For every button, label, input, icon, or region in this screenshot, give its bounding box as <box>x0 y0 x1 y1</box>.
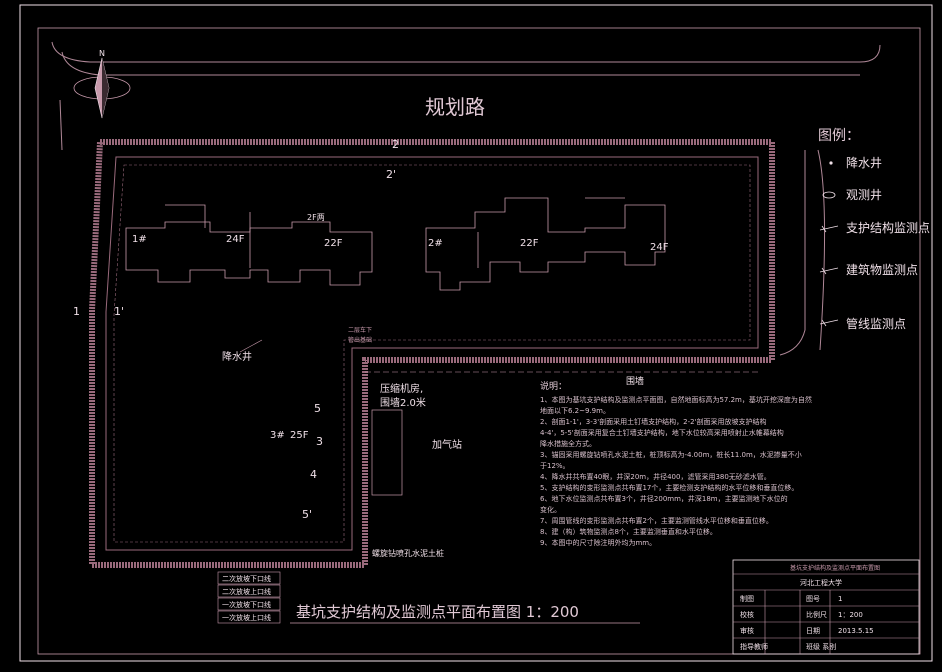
section-4: 4 <box>310 468 317 481</box>
legend: 图例： 降水井 观测井 支护结构监测点 建筑物监测点 管线监测点 <box>818 128 930 331</box>
building-3-name: 3# <box>270 430 285 441</box>
legend-item-2: 观测井 <box>846 188 882 202</box>
notes-line: 9、本图中的尺寸除注明外均为mm。 <box>540 538 656 547</box>
support-monitor-icon <box>819 225 839 233</box>
titleblock-cell: 比例尺 <box>806 610 827 619</box>
notes-line: 2、剖面1-1'，3-3'剖面采用土钉墙支护结构，2-2'剖面采用放坡支护结构 <box>540 417 767 426</box>
fence-label: 围墙 <box>626 375 644 387</box>
building-3-floors: 25F <box>290 430 309 441</box>
inner-border <box>37 27 921 655</box>
building-3a-floors: 24F <box>650 242 669 253</box>
section-5p: 5' <box>302 508 312 521</box>
drawing-border <box>19 4 933 662</box>
titleblock-cell: 2013.5.15 <box>838 627 874 635</box>
compressor-room <box>371 409 403 496</box>
section-5: 5 <box>314 402 321 415</box>
titleblock-cell: 指导教师 <box>740 642 768 651</box>
titleblock-cell: 审核 <box>740 626 754 635</box>
building-2a-name: 2F两 <box>307 213 325 222</box>
notes-line: 1、本图为基坑支护结构及监测点平面图，自然地面标高为57.2m，基坑开挖深度为自… <box>540 395 812 404</box>
building-1-name: 1# <box>132 234 147 245</box>
notes: 说明： 1、本图为基坑支护结构及监测点平面图，自然地面标高为57.2m，基坑开挖… <box>540 380 812 547</box>
step-label-box <box>217 610 281 624</box>
legend-item-1: 降水井 <box>846 156 882 170</box>
pipeline-monitor-icon <box>819 319 839 327</box>
section-3: 3 <box>316 435 323 448</box>
building-2-name: 2# <box>428 238 443 249</box>
notes-heading: 说明： <box>540 380 567 392</box>
legend-item-4: 建筑物监测点 <box>846 262 918 277</box>
pit-perimeter <box>89 139 775 568</box>
annot-b: 管出基础 <box>348 336 372 344</box>
notes-line: 4、降水井共布置40眼，井深20m，井径400，滤管采用380无砂滤水管。 <box>540 472 771 481</box>
notes-line: 于12%。 <box>540 462 570 470</box>
main-title: 基坑支护结构及监测点平面布置图 1：200 <box>296 603 579 621</box>
notes-line: 8、建（构）筑物监测点8个，主要监测垂直和水平位移。 <box>540 527 717 536</box>
notes-line: 7、周围管线的变形监测点共布置2个，主要监测管线水平位移和垂直位移。 <box>540 516 773 525</box>
notes-line: 6、地下水位监测点共布置3个，井径200mm，井深18m，主要监测地下水位的 <box>540 494 788 503</box>
notes-line: 3、锚固采用螺旋钻喷孔水泥土桩，桩顶标高为-4.00m，桩长11.0m，水泥掺量… <box>540 450 802 459</box>
section-2: 2 <box>392 138 399 151</box>
titleblock-header: 基坑支护结构及监测点平面布置图 <box>790 564 880 572</box>
titleblock-school: 河北工程大学 <box>800 578 842 587</box>
titleblock-cell: 班级 系别 <box>806 642 836 651</box>
north-label: N <box>99 49 105 58</box>
titleblock-cell: 图号 <box>806 595 820 603</box>
building-2a-floors: 22F <box>324 238 343 249</box>
step-label-box <box>217 584 281 598</box>
notes-line: 降水措施全方式。 <box>540 439 596 448</box>
legend-item-3: 支护结构监测点 <box>846 220 930 235</box>
dewatering-well-icon <box>829 161 833 165</box>
road-outline <box>51 41 881 356</box>
step-label: 一次放坡上口线 <box>222 613 271 622</box>
notes-line: 4-4'，5-5'剖面采用复合土钉墙支护结构，地下水位较高采用喷射止水帷幕结构 <box>540 428 784 437</box>
road-title: 规划路 <box>425 95 485 119</box>
notes-line: 5、支护结构的变形监测点共布置17个，主要检测支护结构的水平位移和垂直位移。 <box>540 483 798 492</box>
building-2-floors: 22F <box>520 238 539 249</box>
building-1-floors: 24F <box>226 234 245 245</box>
step-label: 二次放坡下口线 <box>222 574 271 583</box>
observation-well-icon <box>822 191 836 199</box>
titleblock-cell: 校核 <box>740 610 754 619</box>
notes-line: 变化。 <box>540 505 561 514</box>
section-1p: 1' <box>114 305 124 318</box>
notes-line: 地面以下6.2~9.9m。 <box>540 406 610 415</box>
gas-station-label: 加气站 <box>432 438 462 451</box>
titleblock-cell: 1：200 <box>838 611 863 619</box>
building-monitor-icon <box>819 267 839 275</box>
north-arrow: N <box>73 49 131 119</box>
compressor-label: 压缩机房, <box>380 382 423 395</box>
pile-label: 螺旋钻喷孔水泥土桩 <box>372 548 444 558</box>
building-outlines <box>125 197 666 291</box>
section-1: 1 <box>73 305 80 318</box>
section-2p: 2' <box>386 168 396 181</box>
legend-item-5: 管线监测点 <box>846 316 906 331</box>
titleblock-cell: 1 <box>838 595 842 603</box>
compressor-label-2: 围墙2.0米 <box>380 396 426 409</box>
titleblock-cell: 制图 <box>740 594 754 603</box>
well-label: 降水井 <box>222 350 252 363</box>
step-label: 一次放坡下口线 <box>222 600 271 609</box>
section-markers: 1 1' 2 2' 3 4 5 5' <box>73 138 399 521</box>
annot-a: 二层车下 <box>348 326 372 334</box>
well-leader <box>239 339 263 353</box>
step-label-box <box>217 597 281 611</box>
title-block: 基坑支护结构及监测点平面布置图 河北工程大学 制图 图号 1 校核 比例尺 1：200 审核… <box>732 559 920 655</box>
step-label: 二次放坡上口线 <box>222 587 271 596</box>
step-label-box <box>217 571 281 585</box>
titleblock-cell: 日期 <box>806 627 820 635</box>
legend-heading: 图例： <box>818 128 860 144</box>
